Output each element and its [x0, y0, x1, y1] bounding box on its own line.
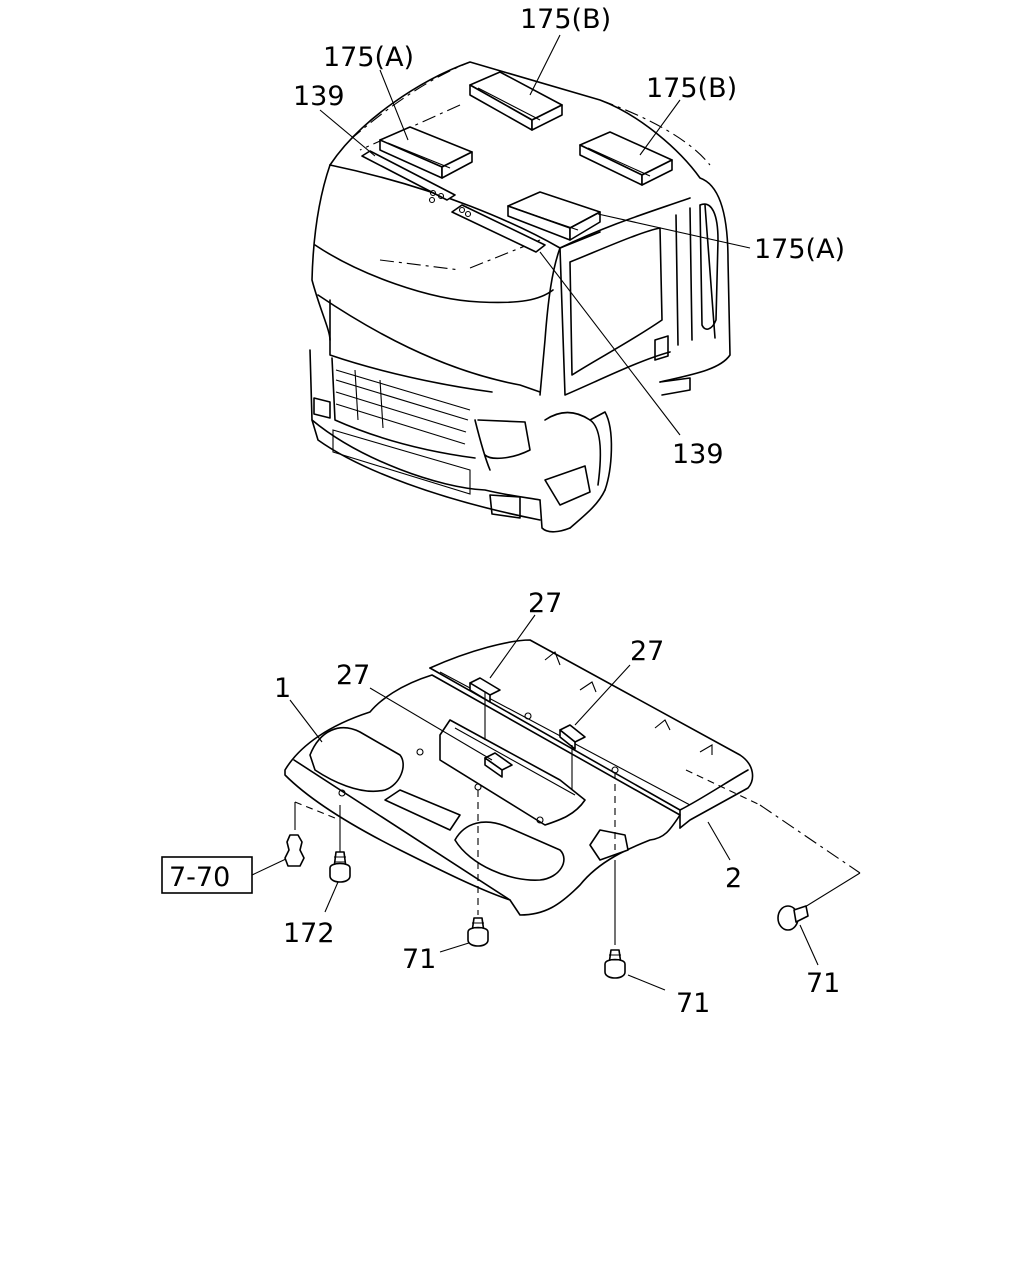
label-71-right: 71 — [806, 968, 840, 999]
label-139-left: 139 — [293, 81, 345, 112]
label-1: 1 — [274, 673, 291, 704]
bottom-leader-lines — [251, 614, 861, 991]
truck-cab-illustration — [309, 61, 731, 533]
label-27-right: 27 — [630, 636, 664, 667]
reference-box-7-70 — [161, 856, 253, 894]
label-139-bottom: 139 — [672, 439, 724, 470]
fasteners — [284, 834, 809, 979]
label-2: 2 — [725, 863, 742, 894]
label-172: 172 — [283, 918, 335, 949]
label-71-bottom: 71 — [676, 988, 710, 1019]
label-27-left: 27 — [336, 660, 370, 691]
top-leader-lines — [319, 34, 751, 436]
headlining-illustration — [284, 639, 754, 916]
label-27-top: 27 — [528, 588, 562, 619]
label-175a-left: 175(A) — [323, 42, 414, 73]
label-175b-right: 175(B) — [646, 73, 737, 104]
label-71-center: 71 — [402, 944, 436, 975]
label-175a-right: 175(A) — [754, 234, 845, 265]
label-175b-top: 175(B) — [520, 4, 611, 35]
label-7-70: 7-70 — [169, 862, 230, 893]
